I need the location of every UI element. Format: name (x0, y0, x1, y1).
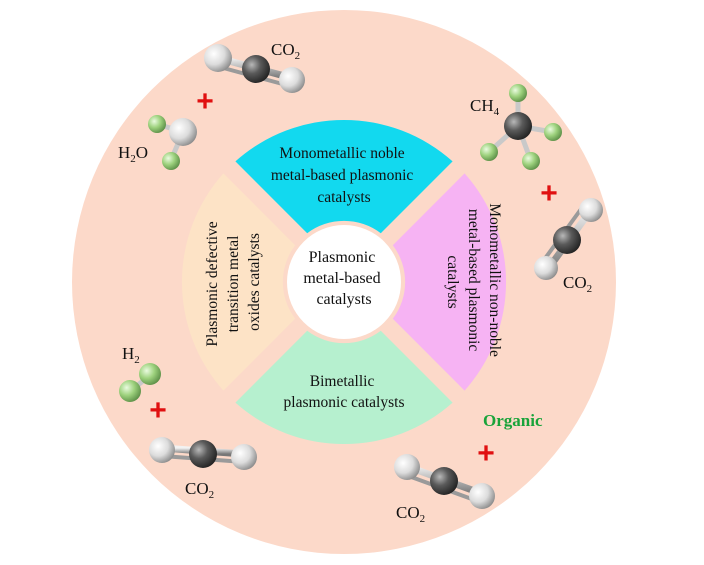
h2o-label: H2O (118, 143, 148, 165)
h2-molecule (119, 363, 161, 402)
center-label-line-2: metal-based (303, 270, 380, 287)
co2-label-bottom-left: CO2 (185, 479, 214, 501)
sector-bottom-label: Bimetallic plasmonic catalysts (284, 373, 405, 411)
co2-label-top: CO2 (271, 40, 300, 62)
plus-sign-right: + (540, 177, 558, 210)
sector-bottom (235, 330, 453, 445)
sector-right-label: Monometallic non-noble metal-based plasm… (444, 203, 503, 361)
co2-label-right: CO2 (563, 273, 592, 295)
plus-sign-left: + (149, 394, 167, 427)
h2o-molecule (148, 115, 197, 170)
co2-label-bottom-right: CO2 (396, 503, 425, 525)
sector-top-label: Monometallic noble metal-based plasmonic… (271, 145, 417, 206)
center-label: Plasmonic metal-based catalysts (303, 249, 384, 308)
co2-molecule-top (204, 44, 305, 93)
h2-label: H2 (122, 344, 140, 366)
co2-molecule-bottom-left (149, 437, 257, 470)
ch4-label: CH4 (470, 96, 500, 118)
organic-label: Organic (483, 411, 543, 430)
sector-right (392, 173, 507, 391)
sector-top (235, 119, 453, 234)
sector-left-label: Plasmonic defective transition metal oxi… (204, 217, 263, 346)
center-label-line-3: catalysts (316, 291, 371, 308)
plus-sign-bottom-right: + (477, 437, 495, 470)
co2-molecule-right (534, 198, 603, 280)
center-label-line-1: Plasmonic (309, 249, 376, 266)
co2-molecule-bottom-right (394, 454, 495, 509)
plus-sign-top-left: + (196, 85, 214, 118)
ch4-molecule (480, 84, 562, 170)
center-circle (287, 225, 401, 339)
sector-left (181, 173, 296, 391)
